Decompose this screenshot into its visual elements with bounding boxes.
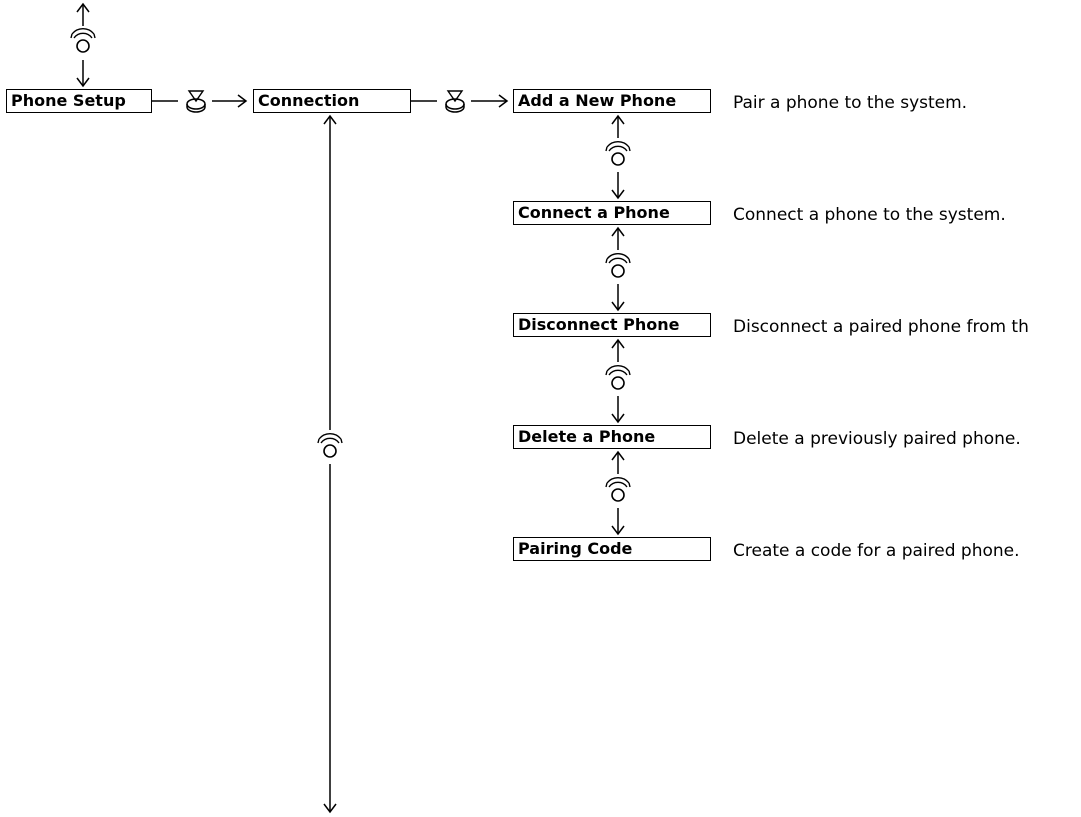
connector-phone-setup-to-connection (152, 94, 248, 108)
menu-box-delete-phone: Delete a Phone (513, 425, 711, 449)
description-connect-phone: Connect a phone to the system. (733, 205, 1006, 225)
description-pairing-code: Create a code for a paired phone. (733, 541, 1020, 561)
description-add-new-phone: Pair a phone to the system. (733, 93, 968, 113)
submenu-connectors (611, 114, 625, 536)
rotate-dial-icon (605, 476, 631, 502)
menu-box-pairing-code: Pairing Code (513, 537, 711, 561)
press-dial-icon (186, 90, 206, 113)
rotate-dial-icon (605, 252, 631, 278)
menu-box-phone-setup: Phone Setup (6, 89, 152, 113)
press-dial-icon (445, 90, 465, 113)
top-connector (76, 2, 90, 88)
connection-vertical-connector (323, 114, 337, 814)
description-delete-phone: Delete a previously paired phone. (733, 429, 1021, 449)
description-disconnect-phone: Disconnect a paired phone from th (733, 317, 1029, 337)
menu-box-connection: Connection (253, 89, 411, 113)
rotate-dial-icon (605, 140, 631, 166)
rotate-dial-icon (70, 27, 96, 53)
menu-box-disconnect-phone: Disconnect Phone (513, 313, 711, 337)
menu-box-connect-phone: Connect a Phone (513, 201, 711, 225)
connector-connection-to-add-phone (411, 94, 509, 108)
rotate-dial-icon (317, 432, 343, 458)
rotate-dial-icon (605, 364, 631, 390)
menu-box-add-new-phone: Add a New Phone (513, 89, 711, 113)
